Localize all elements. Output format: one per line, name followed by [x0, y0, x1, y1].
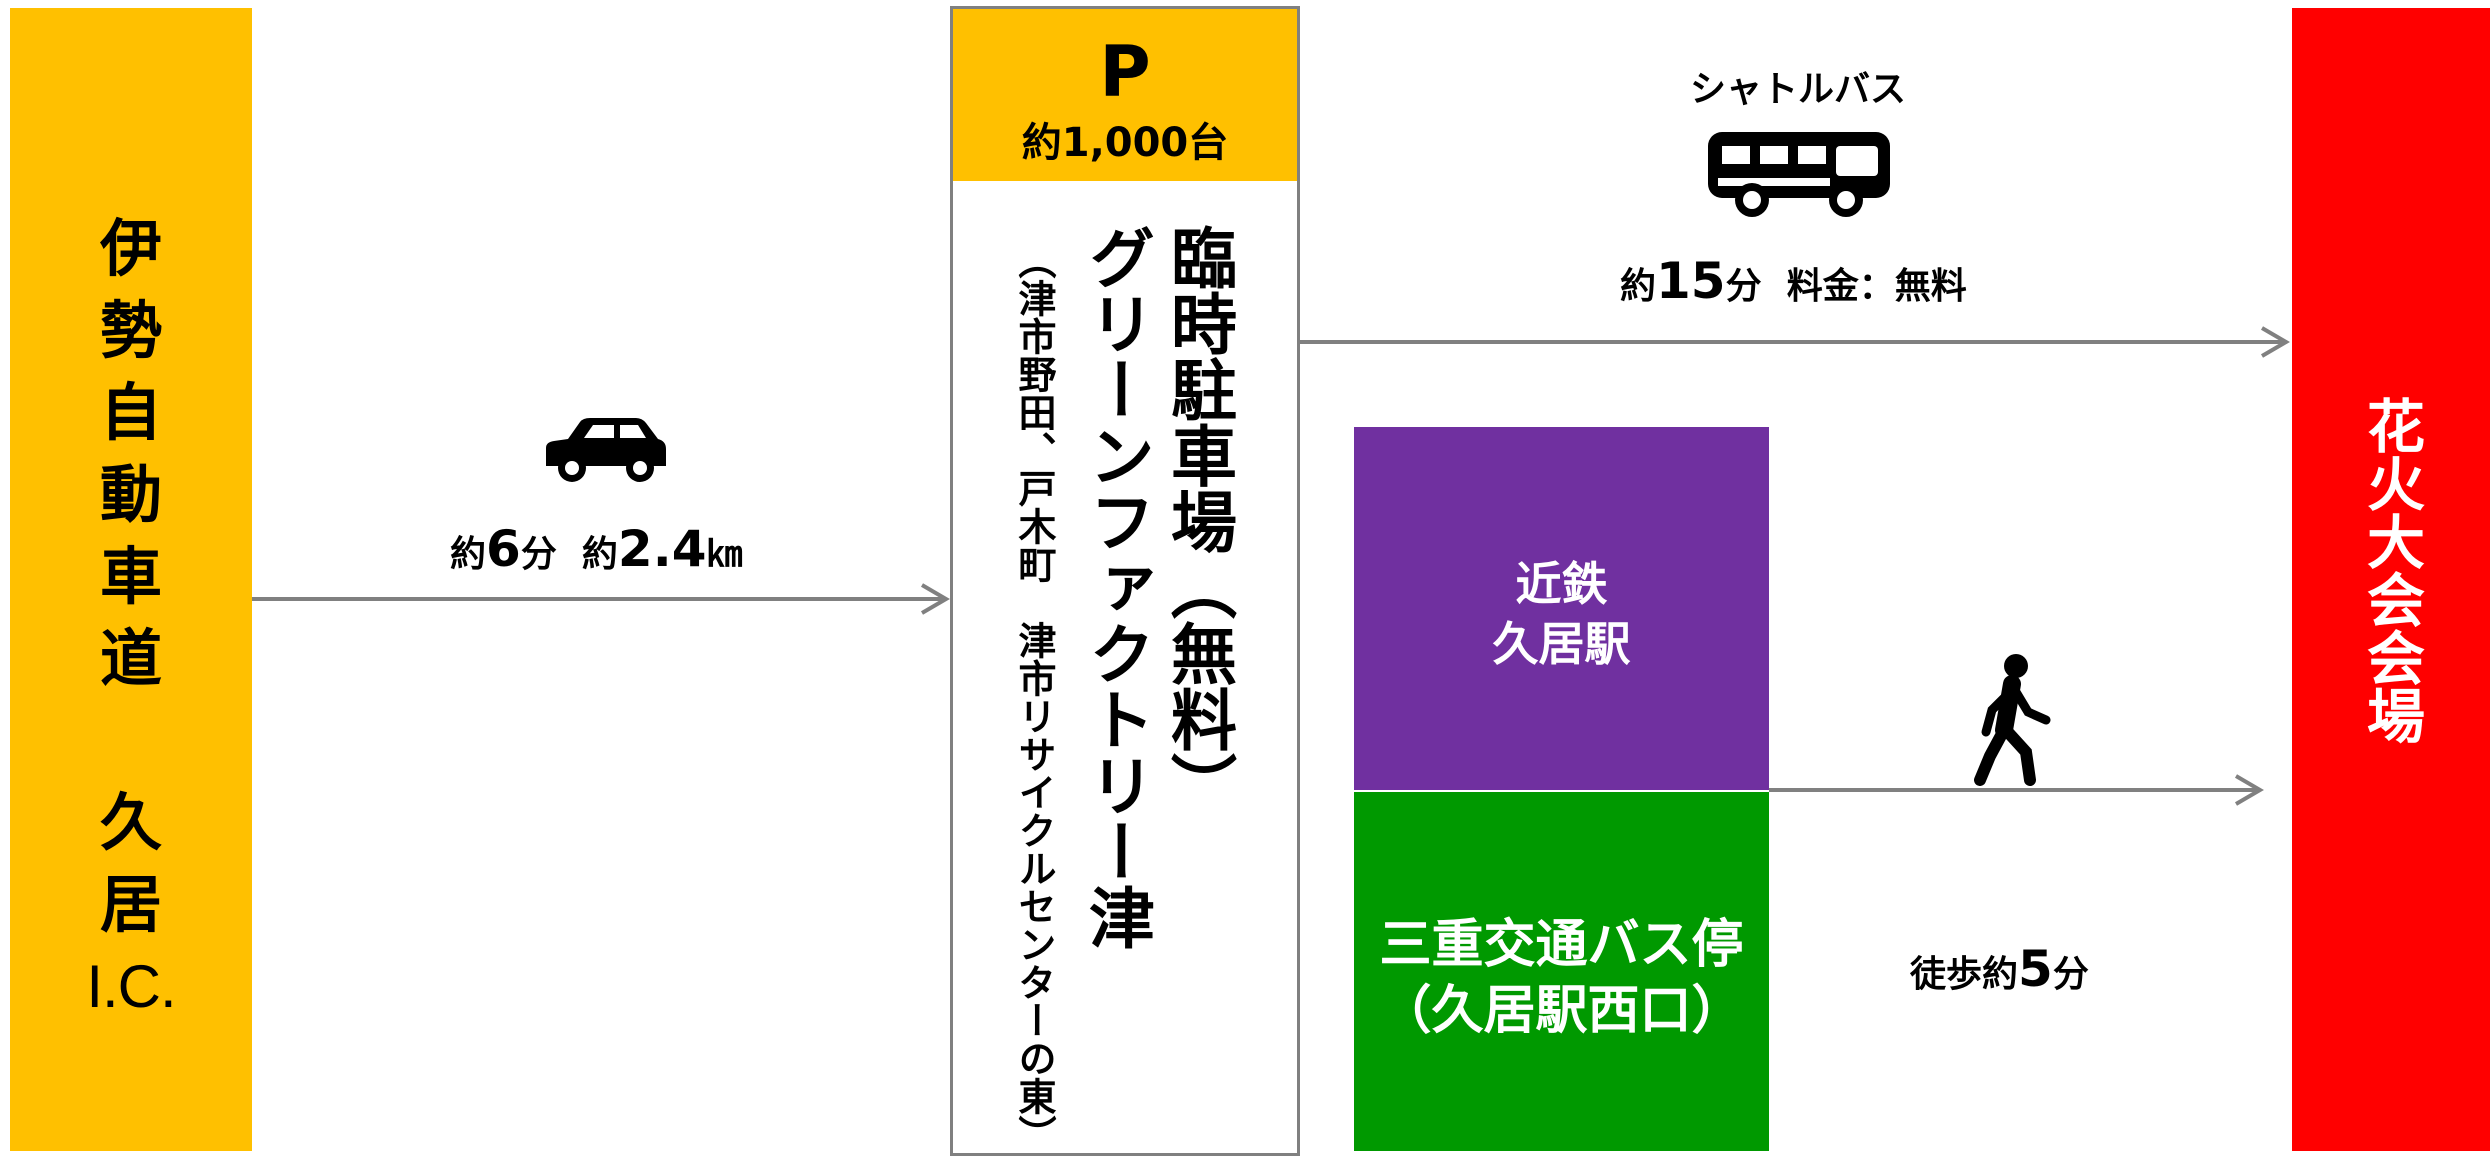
- venue-label: 花火大会会場: [2357, 396, 2425, 744]
- car-time-value: 6: [486, 520, 521, 578]
- car-icon: [546, 418, 666, 482]
- kintetsu-station-box: 近鉄 久居駅: [1354, 427, 1769, 790]
- walking-person-icon: [1974, 654, 2051, 786]
- car-time-distance: 約6分 約2.4㎞: [450, 520, 743, 578]
- walk-arrow-head: [2234, 774, 2264, 806]
- parking-header: P 約1,000台: [953, 9, 1297, 181]
- kintetsu-line1: 近鉄: [1515, 557, 1608, 611]
- mie-bus-line2: （久居駅西口）: [1379, 981, 1744, 1041]
- ic-char: 動: [99, 458, 162, 531]
- shuttle-time-fare: 約15分 料金：無料: [1620, 252, 1967, 310]
- ic-char: 久: [99, 786, 162, 859]
- shuttle-time-prefix: 約: [1620, 266, 1657, 307]
- parking-address: （津市野田、戸木町 津市リサイクルセンターの東）: [1012, 241, 1056, 1153]
- kintetsu-station-label: 近鉄 久居駅: [1354, 554, 1769, 674]
- walk-time-unit: 分: [2052, 954, 2089, 995]
- kintetsu-line2: 久居駅: [1492, 617, 1631, 671]
- ic-char: 車: [99, 540, 162, 613]
- walk-time-value: 5: [2018, 940, 2053, 998]
- ic-char: 居: [99, 868, 162, 941]
- bus-icon: [1708, 132, 1890, 217]
- walk-time: 徒歩約5分: [1910, 940, 2089, 998]
- parking-name: グリーンファクトリー津: [1078, 224, 1155, 950]
- car-time-prefix: 約: [450, 534, 487, 575]
- car-distance-prefix: 約: [581, 534, 618, 575]
- ic-char: 道: [99, 622, 162, 695]
- walk-time-prefix: 徒歩約: [1910, 954, 2019, 995]
- parking-capacity: 約1,000台: [1021, 120, 1229, 166]
- shuttle-time-unit: 分: [1725, 266, 1762, 307]
- shuttle-time-value: 15: [1656, 252, 1726, 310]
- car-distance-value: 2.4: [617, 520, 707, 578]
- parking-letter: P: [1099, 31, 1151, 113]
- ic-box: 伊 勢 自 動 車 道 久 居 I.C.: [10, 8, 252, 1151]
- ic-char: 勢: [99, 294, 162, 367]
- ic-char: 自: [99, 376, 162, 449]
- car-time-unit: 分: [520, 534, 557, 575]
- parking-box: P 約1,000台 臨時駐車場（無料） グリーンファクトリー津 （津市野田、戸木…: [950, 6, 1300, 1156]
- mie-bus-stop-box: 三重交通バス停 （久居駅西口）: [1354, 792, 1769, 1151]
- parking-title: 臨時駐車場（無料）: [1160, 224, 1237, 818]
- shuttle-arrow-head: [2260, 326, 2290, 358]
- mie-bus-stop-label: 三重交通バス停 （久居駅西口）: [1354, 912, 1769, 1044]
- mie-bus-line1: 三重交通バス停: [1379, 915, 1744, 975]
- ic-char: 伊: [99, 212, 162, 285]
- ic-label: 伊 勢 自 動 車 道 久 居 I.C.: [10, 208, 252, 1028]
- car-distance-unit: ㎞: [706, 534, 743, 575]
- shuttle-fare: 料金：無料: [1786, 266, 1967, 307]
- ic-abbrev: I.C.: [86, 953, 176, 1020]
- fireworks-venue-box: 花火大会会場: [2292, 8, 2490, 1151]
- shuttle-title: シャトルバス: [1690, 69, 1907, 110]
- car-arrow-head: [920, 583, 950, 615]
